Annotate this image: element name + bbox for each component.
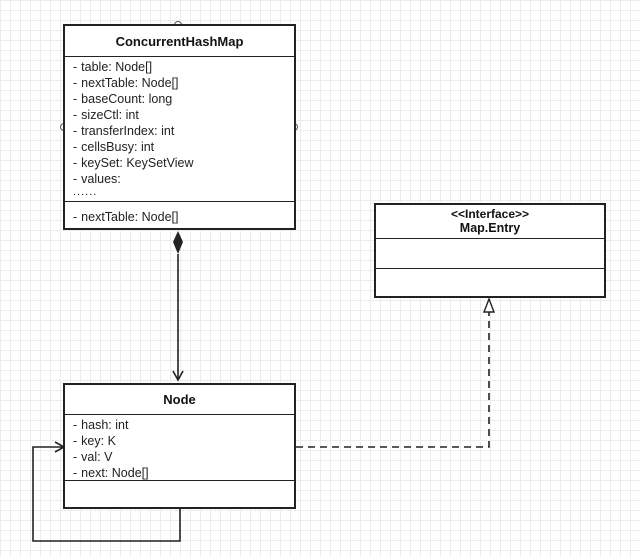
- composition-diamond: [173, 231, 183, 254]
- concurrent-hash-map-methods: -nextTable: Node[]: [65, 202, 294, 225]
- map-entry-interface[interactable]: <<Interface>> Map.Entry: [374, 203, 606, 298]
- realization-connector[interactable]: [296, 297, 496, 448]
- node-title: Node: [65, 385, 294, 415]
- field-row: -sizeCtl: int: [73, 108, 139, 122]
- interface-stereotype: <<Interface>>: [450, 207, 530, 221]
- field-row: -cellsBusy: int: [73, 140, 155, 154]
- field-row: -table: Node[]: [73, 60, 153, 74]
- realization-triangle: [482, 297, 496, 313]
- concurrent-hash-map-class[interactable]: ConcurrentHashMap -table: Node[] -nextTa…: [63, 24, 296, 230]
- node-class[interactable]: Node -hash: int -key: K -val: V -next: N…: [63, 383, 296, 509]
- field-row: -transferIndex: int: [73, 124, 175, 138]
- map-entry-fields: [376, 239, 604, 269]
- field-row: -val: V: [73, 450, 113, 464]
- field-row: -hash: int: [73, 418, 129, 432]
- field-row: -next: Node[]: [73, 466, 149, 480]
- self-association-connector[interactable]: [32, 441, 181, 542]
- map-entry-title: Map.Entry: [459, 221, 521, 235]
- fields-ellipsis: ......: [73, 186, 98, 198]
- map-entry-methods: [376, 269, 604, 271]
- concurrent-hash-map-title: ConcurrentHashMap: [65, 26, 294, 57]
- realization-line: [296, 311, 490, 448]
- node-methods: [65, 481, 294, 483]
- map-entry-header: <<Interface>> Map.Entry: [376, 205, 604, 239]
- method-row: -nextTable: Node[]: [73, 210, 179, 224]
- composition-connector[interactable]: [172, 231, 184, 382]
- field-row: -values:: [73, 172, 121, 186]
- self-association-line: [32, 441, 181, 542]
- concurrent-hash-map-fields: -table: Node[] -nextTable: Node[] -baseC…: [65, 57, 294, 202]
- field-row: -key: K: [73, 434, 116, 448]
- node-fields: -hash: int -key: K -val: V -next: Node[]: [65, 415, 294, 481]
- field-row: -keySet: KeySetView: [73, 156, 194, 170]
- field-row: -nextTable: Node[]: [73, 76, 179, 90]
- field-row: -baseCount: long: [73, 92, 173, 106]
